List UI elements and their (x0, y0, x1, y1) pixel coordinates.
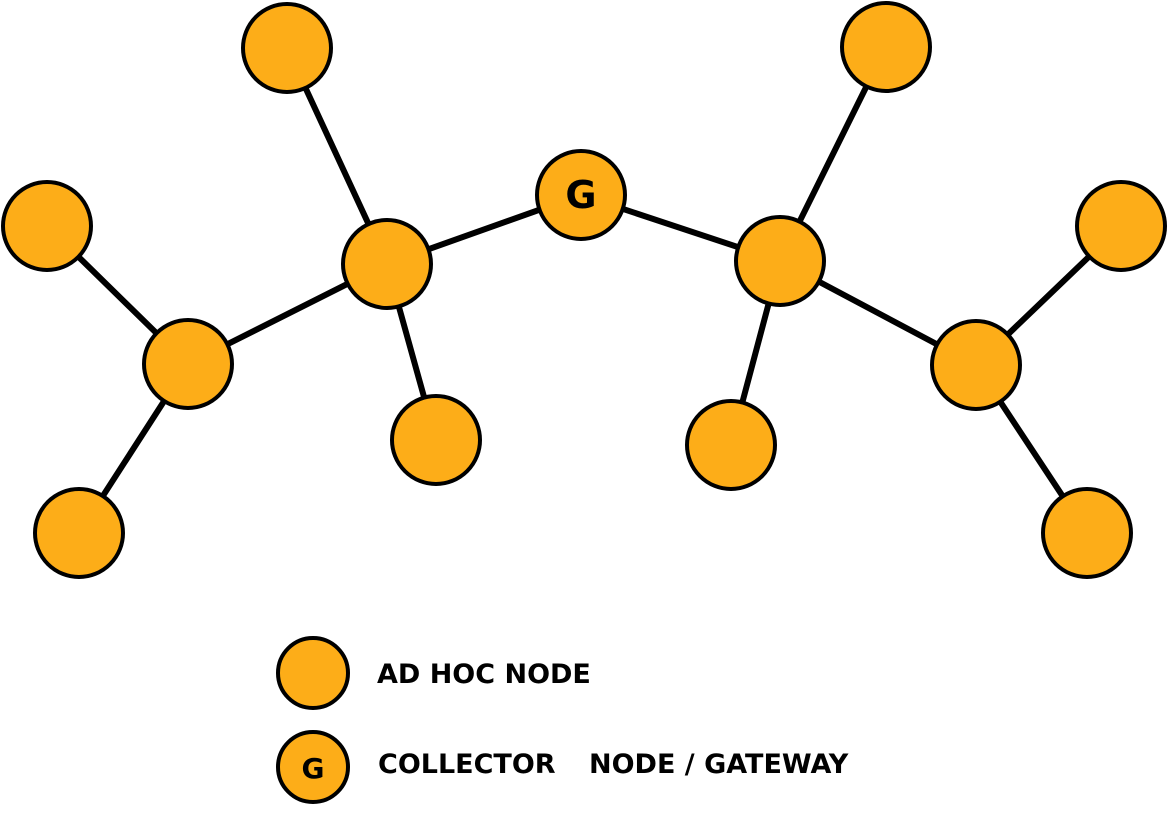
legend-gateway: G COLLECTOR NODE / GATEWAY (276, 730, 849, 804)
node-circle (840, 1, 932, 93)
legend-gateway-label-collector: COLLECTOR (378, 749, 556, 780)
node-circle (1041, 487, 1133, 579)
edges-layer (44, 44, 1124, 536)
legend-adhoc-label: AD HOC NODE (377, 659, 591, 690)
adhoc-node-leaf-top-right (840, 1, 932, 93)
nodes-layer: G (1, 1, 1167, 579)
adhoc-node-leaf-outer-right-bottom (1041, 487, 1133, 579)
adhoc-node-leaf-mid-right (685, 399, 777, 491)
legend-adhoc: AD HOC NODE (276, 636, 591, 710)
adhoc-node-hub-right (734, 215, 826, 307)
gateway-node-gateway: G (535, 149, 627, 241)
adhoc-node-hub-left (341, 218, 433, 310)
node-circle (734, 215, 826, 307)
node-circle (341, 218, 433, 310)
node-circle (1, 180, 93, 272)
legend-adhoc-node-icon (276, 636, 350, 710)
legend-gateway-label-node-gateway: NODE / GATEWAY (589, 749, 849, 780)
node-circle (1075, 180, 1167, 272)
node-circle (930, 319, 1022, 411)
adhoc-node-leaf-outer-left-bottom (33, 487, 125, 579)
node-circle (142, 318, 234, 410)
adhoc-node-hub-far-right (930, 319, 1022, 411)
node-circle (390, 394, 482, 486)
adhoc-node-leaf-outer-right-top (1075, 180, 1167, 272)
legend-gateway-symbol: G (302, 752, 325, 785)
legend: AD HOC NODE G COLLECTOR NODE / GATEWAY (276, 636, 849, 804)
adhoc-node-leaf-top-left (241, 2, 333, 94)
adhoc-node-leaf-mid-left (390, 394, 482, 486)
node-circle (535, 149, 627, 241)
node-label: G (565, 173, 596, 217)
adhoc-node-leaf-outer-left-top (1, 180, 93, 272)
node-circle (33, 487, 125, 579)
node-circle (685, 399, 777, 491)
node-circle (241, 2, 333, 94)
adhoc-node-hub-far-left (142, 318, 234, 410)
legend-gateway-node-icon (276, 730, 350, 804)
